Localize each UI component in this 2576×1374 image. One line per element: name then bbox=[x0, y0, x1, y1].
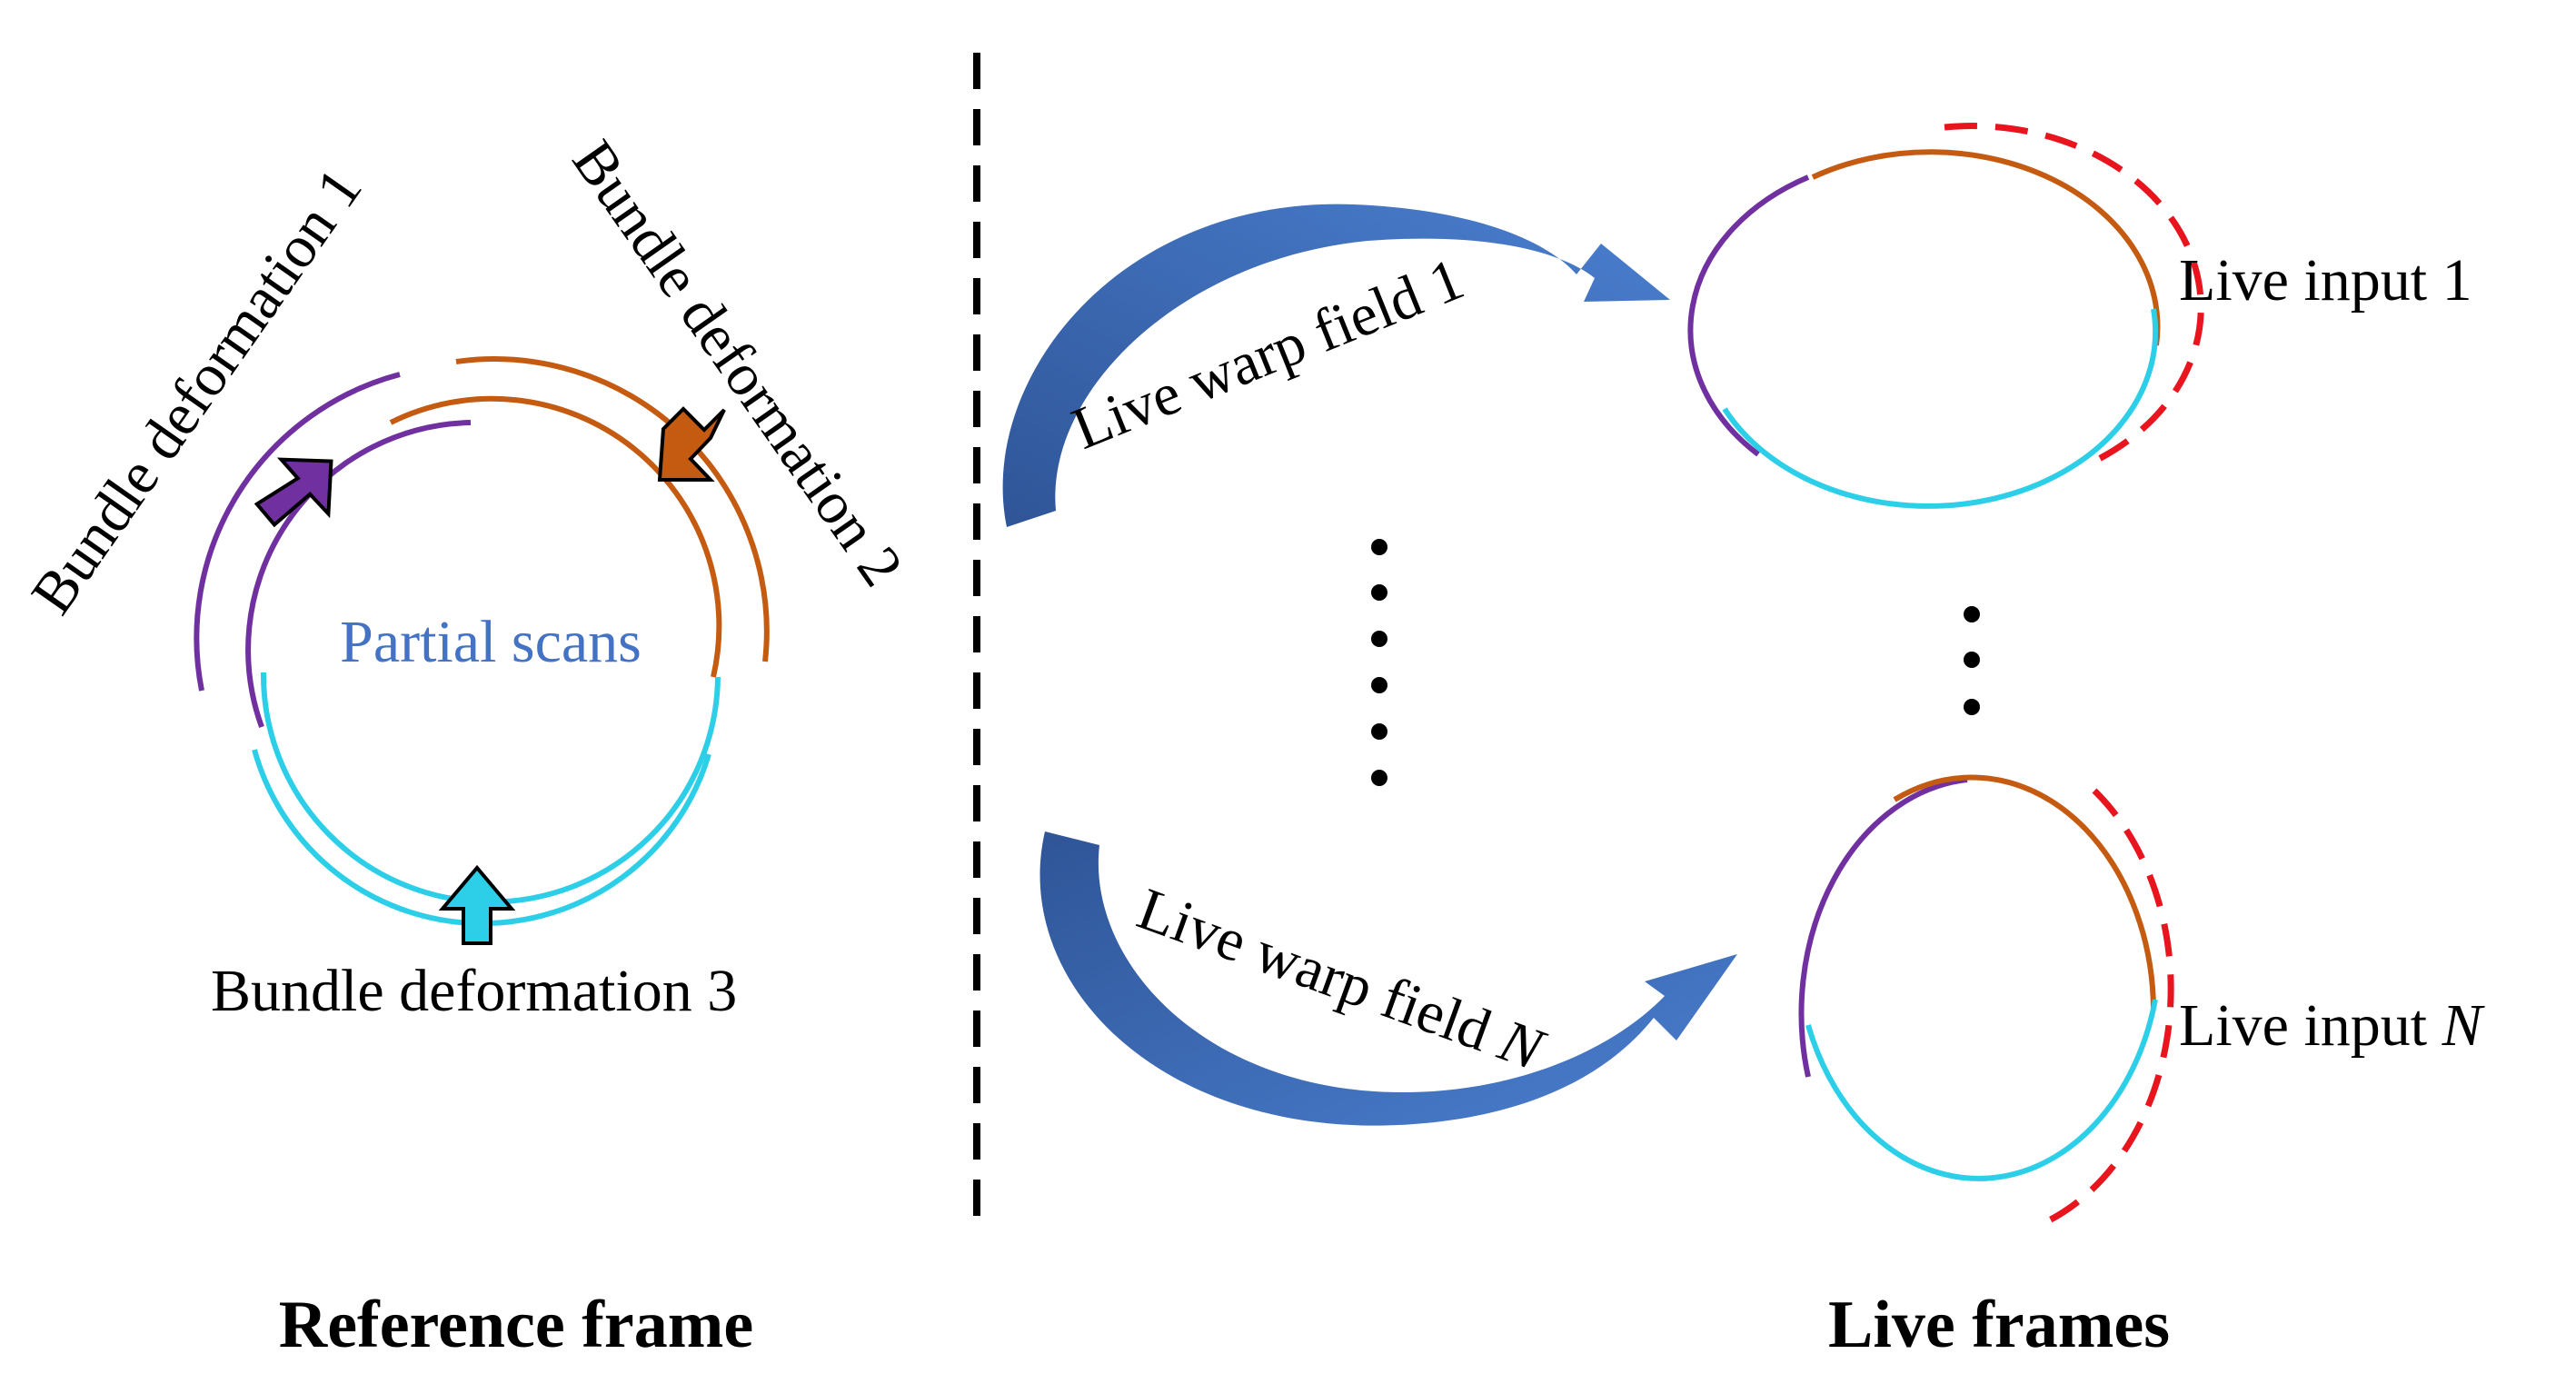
deformation-arrow-2 bbox=[657, 406, 726, 482]
live-input-1-label: Live input 1 bbox=[2179, 247, 2472, 314]
deformation-arrow-3 bbox=[438, 864, 516, 945]
live-frame-n-live-input bbox=[2034, 788, 2174, 1230]
live-frame-1-purple-arc bbox=[1687, 174, 1810, 457]
live-frames-title: Live frames bbox=[1828, 1288, 2170, 1362]
live-frame-n-cyan-arc bbox=[1805, 999, 2158, 1181]
deformation-label-1: Bundle deformation 1 bbox=[18, 156, 374, 625]
live-frame-1-shape bbox=[1687, 123, 2204, 509]
reference-circle-purple-arc bbox=[245, 420, 472, 729]
live-panel: Live warp field 1 Live warp field N Live… bbox=[1002, 123, 2486, 1362]
warp-arrow-1 bbox=[1002, 204, 1670, 527]
warp-arrow-n bbox=[1039, 831, 1737, 1126]
live-frame-1-cyan-arc bbox=[1722, 308, 2159, 509]
live-frame-n-orange-arc bbox=[1893, 774, 2156, 1010]
deformation-label-2: Bundle deformation 2 bbox=[560, 129, 916, 598]
deformation-arrow-1 bbox=[254, 457, 333, 528]
live-frame-n-shape bbox=[1798, 774, 2174, 1230]
deformation-label-3: Bundle deformation 3 bbox=[211, 958, 737, 1024]
live-input-n-label: Live input N bbox=[2179, 992, 2486, 1059]
reference-panel: Bundle deformation 1 Bundle deformation … bbox=[18, 129, 915, 1362]
partial-scans-label: Partial scans bbox=[340, 609, 642, 675]
partial-scan-purple bbox=[194, 372, 401, 692]
ellipsis-dots-right bbox=[1964, 606, 1980, 715]
reference-circle-orange-arc bbox=[389, 395, 722, 678]
live-frame-1-orange-arc bbox=[1811, 149, 2161, 346]
live-frame-1-live-input bbox=[1944, 123, 2204, 467]
ellipsis-dots-middle bbox=[1371, 539, 1387, 786]
live-frame-n-purple-arc bbox=[1798, 777, 1968, 1078]
reference-frame-title: Reference frame bbox=[279, 1288, 753, 1362]
